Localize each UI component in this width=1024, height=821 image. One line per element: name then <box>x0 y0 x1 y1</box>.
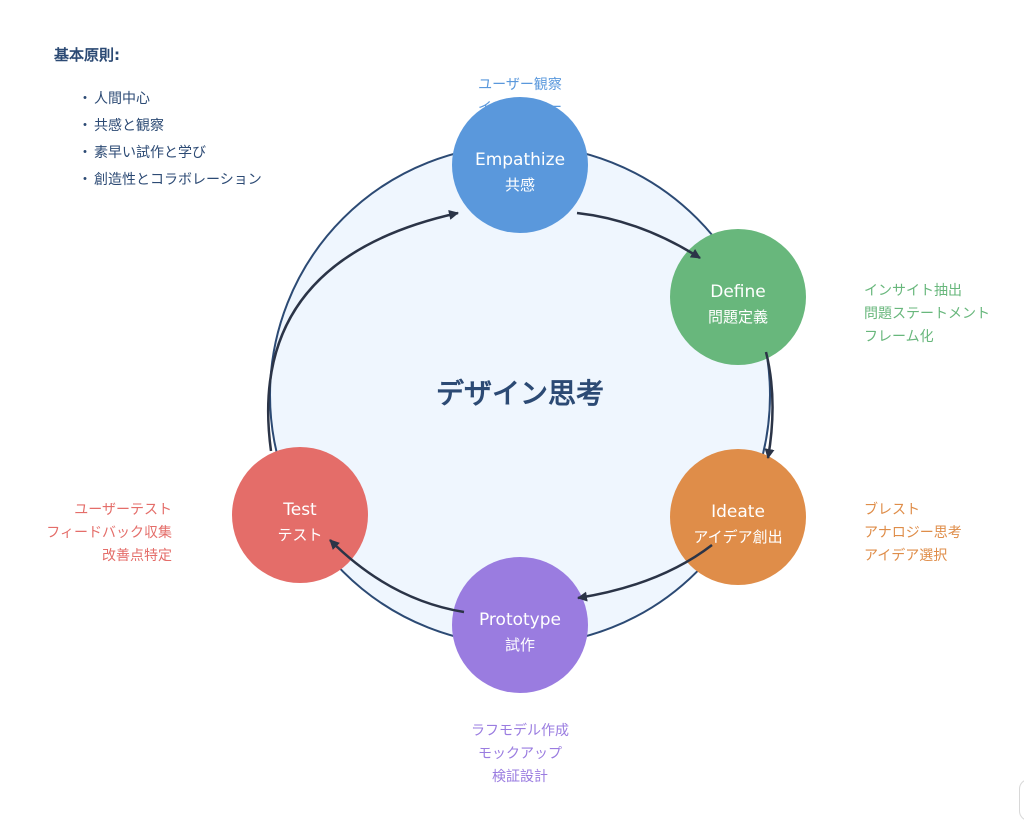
stage-label-en: Test <box>282 500 317 520</box>
flow-arrow-define-ideate <box>764 351 775 459</box>
stage-label-en: Ideate <box>711 502 765 522</box>
stage-detail-ideate: アイデア選択 <box>864 547 947 564</box>
stage-detail-define: インサイト抽出 <box>864 283 962 299</box>
flow-arrow-ideate-prototype <box>577 544 713 602</box>
stage-detail-prototype: 検証設計 <box>492 769 548 785</box>
principle-item: 人間中心 <box>78 86 262 113</box>
principle-item: 創造性とコラボレーション <box>78 167 262 194</box>
stage-label-ja: 共感 <box>505 176 535 194</box>
stage-circle-empathize[interactable] <box>452 97 588 233</box>
stage-label-ja: テスト <box>277 526 322 544</box>
stage-label-en: Empathize <box>475 150 565 170</box>
stage-detail-define: 問題ステートメント <box>864 306 990 322</box>
stage-label-en: Prototype <box>479 610 561 630</box>
stage-detail-prototype: ラフモデル作成 <box>471 722 569 739</box>
flow-arrows <box>266 210 775 614</box>
stage-label-ja: アイデア創出 <box>693 528 782 546</box>
stage-circle-prototype[interactable] <box>452 557 588 693</box>
principles-list: 人間中心 共感と観察 素早い試作と学び 創造性とコラボレーション <box>78 86 262 194</box>
stage-detail-ideate: アナロジー思考 <box>864 525 962 541</box>
principles-title: 基本原則: <box>54 46 120 64</box>
principle-item: 素早い試作と学び <box>78 140 262 167</box>
stage-node-define[interactable]: Define 問題定義 <box>670 229 806 365</box>
flow-arrow-prototype-test <box>329 539 465 614</box>
stage-node-prototype[interactable]: Prototype 試作 <box>452 557 588 693</box>
stage-detail-ideate: ブレスト <box>864 501 920 518</box>
stage-detail-prototype: モックアップ <box>478 746 562 762</box>
stage-detail-empathize: ユーザー観察 <box>478 76 562 93</box>
flow-arrow-empathize-define <box>576 211 701 260</box>
stage-circle-define[interactable] <box>670 229 806 365</box>
stage-label-en: Define <box>710 282 766 302</box>
stage-node-ideate[interactable]: Ideate アイデア創出 <box>670 449 806 585</box>
stage-node-empathize[interactable]: Empathize 共感 <box>452 97 588 233</box>
principle-item: 共感と観察 <box>78 113 262 140</box>
flow-arrow-test-empathize <box>266 210 459 452</box>
stage-node-test[interactable]: Test テスト <box>232 447 368 583</box>
center-title: デザイン思考 <box>436 377 604 410</box>
corner-widget[interactable] <box>1019 779 1024 821</box>
stage-detail-test: 改善点特定 <box>102 548 172 564</box>
stage-detail-test: ユーザーテスト <box>74 502 172 518</box>
stage-label-ja: 試作 <box>505 636 535 654</box>
stage-detail-test: フィードバック収集 <box>46 524 172 541</box>
stage-label-ja: 問題定義 <box>708 308 768 326</box>
stage-detail-define: フレーム化 <box>864 329 934 345</box>
